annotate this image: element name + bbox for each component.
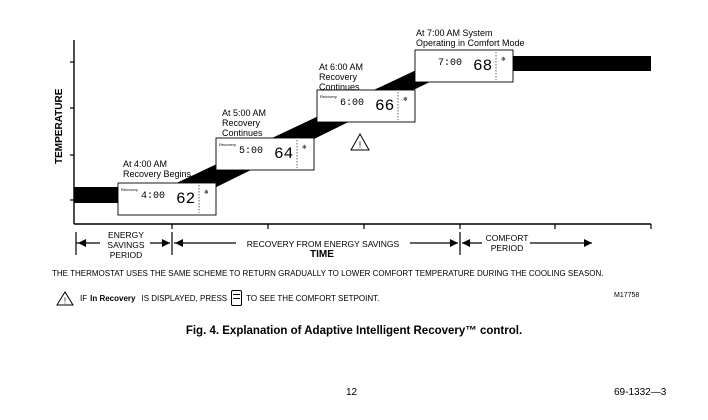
thermostat-display-6am: Recovery 6:00 66 ❄ — [316, 89, 416, 123]
in-recovery-text: In Recovery — [90, 293, 136, 303]
x-ticks — [171, 224, 652, 229]
comfort-period-label: COMFORT PERIOD — [484, 233, 530, 253]
caption-line: At 7:00 AM System — [416, 28, 493, 38]
period-line: SAVINGS — [107, 240, 145, 250]
display-temperature: 66 — [375, 97, 394, 115]
caption-line: Recovery Begins — [123, 169, 192, 179]
thermostat-display-5am: Recovery 5:00 64 ❄ — [215, 137, 315, 171]
display-temperature: 68 — [473, 57, 492, 75]
thermostat-display-4am: Recovery 4:00 62 ❄ — [117, 182, 217, 216]
caption-line: At 4:00 AM — [123, 159, 168, 169]
doc-number: 69-1332—3 — [614, 387, 667, 398]
display-mode-text: Recovery — [121, 187, 138, 192]
warning-triangle-icon: ! — [56, 290, 74, 305]
display-time: 6:00 — [340, 98, 364, 109]
caption-line: At 6:00 AM — [319, 62, 364, 72]
see-setpoint-text: TO SEE THE COMFORT SETPOINT. — [246, 293, 380, 303]
caption-5am: At 5:00 AM Recovery Continues — [222, 108, 266, 138]
figure-caption: Fig. 4. Explanation of Adaptive Intellig… — [185, 325, 523, 337]
caption-line: Continues — [222, 128, 263, 138]
recovery-period-label: RECOVERY FROM ENERGY SAVINGS — [246, 239, 400, 249]
caption-7am: At 7:00 AM System Operating in Comfort M… — [416, 28, 525, 48]
display-mode-text: Recovery — [320, 94, 337, 99]
svg-text:!: ! — [64, 296, 66, 305]
caption-6am: At 6:00 AM Recovery Continues — [319, 62, 363, 92]
scheme-note: THE THERMOSTAT USES THE SAME SCHEME TO R… — [52, 269, 604, 278]
display-temperature: 64 — [274, 145, 293, 163]
caption-line: Recovery — [222, 118, 261, 128]
svg-text:❄: ❄ — [403, 96, 408, 103]
warning-symbol: ! — [359, 140, 362, 150]
caption-line: At 5:00 AM — [222, 108, 267, 118]
display-temperature: 62 — [176, 190, 195, 208]
display-time: 5:00 — [239, 146, 263, 157]
caption-line: Recovery — [319, 72, 358, 82]
recovery-note: ! IF In Recovery IS DISPLAYED, PRESS TO … — [56, 290, 379, 306]
x-axis-label: TIME — [310, 249, 334, 260]
display-time: 4:00 — [141, 191, 165, 202]
period-line: ENERGY — [108, 230, 144, 240]
displayed-press-text: IS DISPLAYED, PRESS — [141, 293, 228, 303]
period-line: PERIOD — [109, 250, 143, 260]
y-ticks — [70, 61, 74, 201]
period-arrows — [75, 232, 592, 255]
energy-savings-period-label: ENERGY SAVINGS PERIOD — [96, 230, 156, 260]
svg-text:❄: ❄ — [204, 189, 209, 196]
y-axis-label: TEMPERATURE — [54, 88, 65, 164]
page-number: 12 — [346, 387, 358, 398]
caption-line: Operating in Comfort Mode — [416, 38, 525, 48]
caption-line: Continues — [319, 82, 360, 92]
warning-triangle-icon: ! — [350, 132, 370, 151]
svg-text:❄: ❄ — [302, 144, 307, 151]
if-text: IF — [80, 293, 88, 303]
thermostat-display-7am: 7:00 68 ❄ — [414, 49, 514, 83]
svg-text:❄: ❄ — [501, 56, 506, 63]
display-mode-text: Recovery — [219, 142, 236, 147]
figure-code: M17758 — [614, 292, 640, 299]
period-line: PERIOD — [490, 243, 524, 253]
button-icon — [231, 290, 243, 306]
display-time: 7:00 — [438, 58, 462, 69]
period-line: COMFORT — [485, 233, 529, 243]
caption-4am: At 4:00 AM Recovery Begins — [123, 159, 191, 179]
